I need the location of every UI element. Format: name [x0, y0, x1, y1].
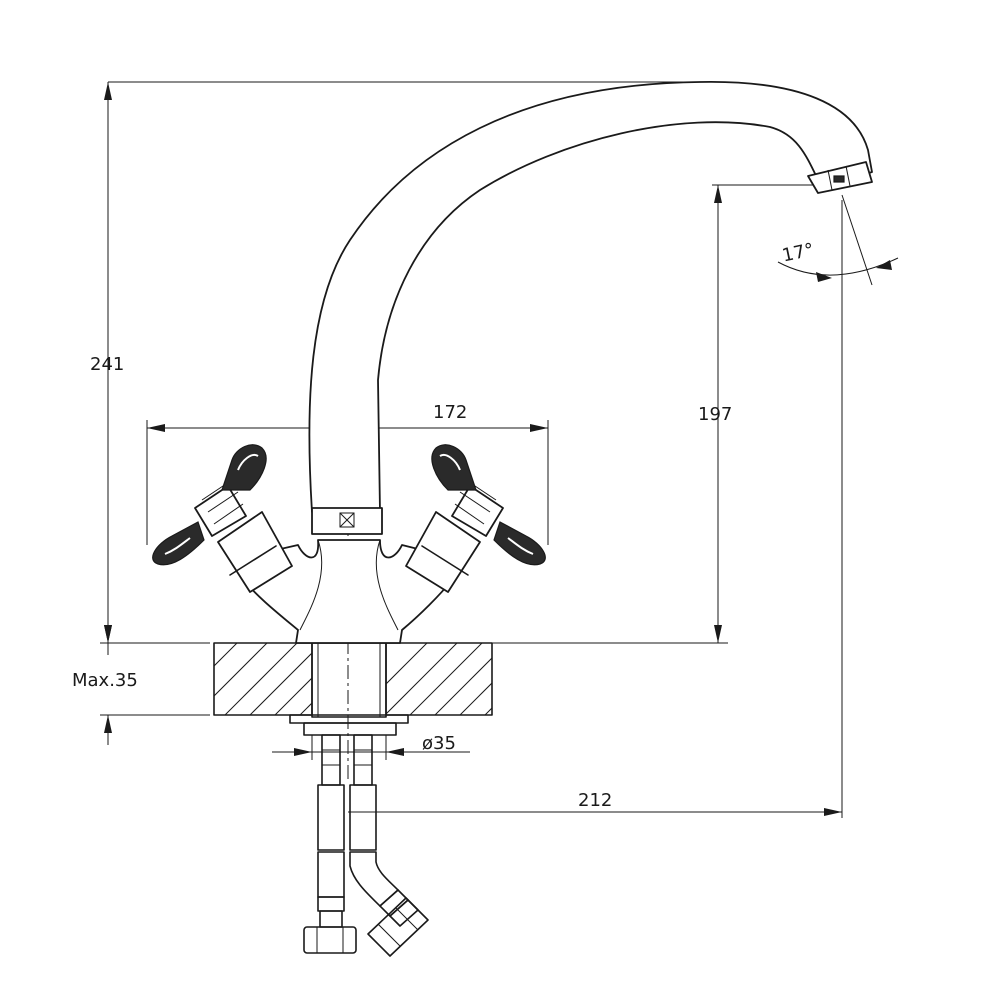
dim-max-thickness: Max.35	[72, 670, 138, 691]
dim-mount-diameter: ø35	[422, 733, 456, 754]
right-lever-upper-icon	[431, 444, 477, 491]
right-lever-lower-icon	[493, 521, 546, 566]
dimension-lines	[100, 81, 899, 818]
left-lever-lower-icon	[152, 521, 205, 566]
supply-hoses	[303, 734, 429, 957]
left-lever-upper-icon	[221, 444, 267, 491]
dimension-labels: 241 197 172 212 ø35 Max.35 17°	[72, 239, 816, 811]
dim-handle-span: 172	[433, 402, 467, 423]
dim-spout-reach: 212	[578, 790, 612, 811]
dim-spout-height: 197	[698, 404, 732, 425]
dim-height-total: 241	[90, 354, 124, 375]
left-valve-handle[interactable]	[152, 444, 293, 593]
right-valve-handle[interactable]	[405, 444, 546, 593]
dim-spout-angle: 17°	[780, 239, 816, 266]
spout	[308, 81, 873, 535]
